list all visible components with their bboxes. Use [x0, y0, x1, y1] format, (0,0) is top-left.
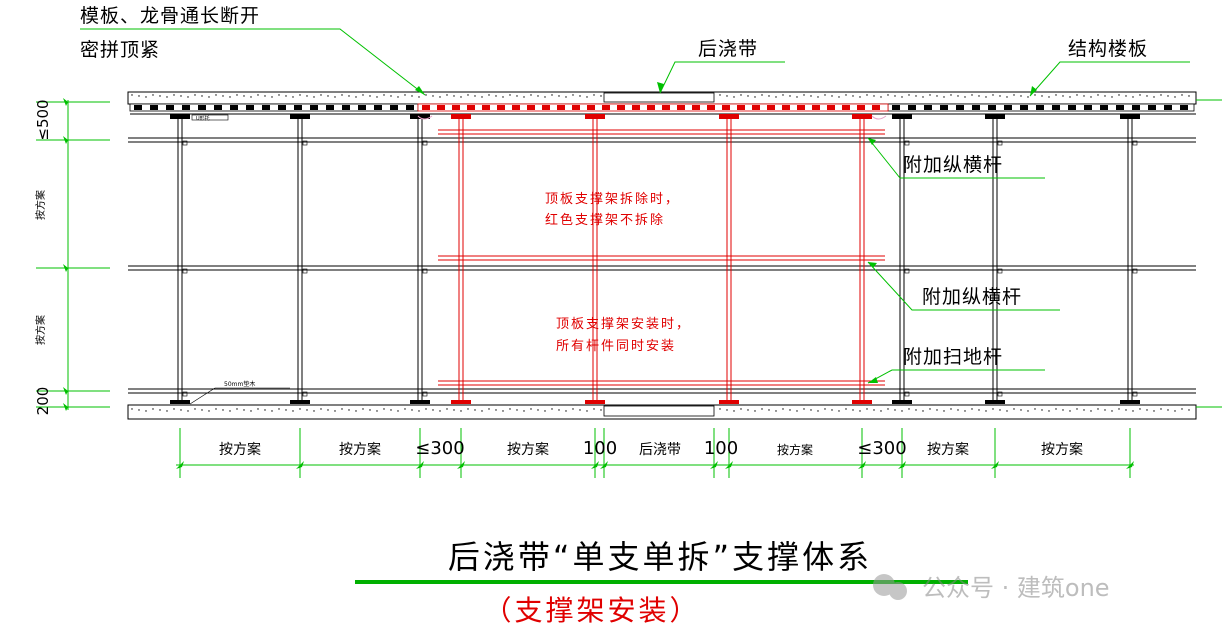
right-extension-lines [1196, 99, 1222, 408]
horizontal-bars [128, 137, 1196, 394]
bottom-post-pour-gap [603, 405, 715, 417]
bottom-dim-label-7: 100 [704, 438, 738, 459]
bottom-dim-label-6: 后浇带 [639, 442, 681, 458]
red-note-install-1: 顶板支撑架安装时， [556, 317, 691, 332]
red-standard-3 [719, 114, 739, 404]
black-standards [170, 114, 1140, 404]
red-standard-2 [585, 114, 605, 404]
red-note-dismantle-1: 顶板支撑架拆除时， [545, 192, 680, 207]
black-standard-3 [410, 114, 430, 404]
floor-slab-label: 结构楼板 [1068, 38, 1148, 60]
extra-bar-label-1: 附加纵横杆 [903, 154, 1003, 176]
bottom-floor-slab [127, 404, 1197, 420]
formwork-note-line-1: 模板、龙骨通长断开 [80, 5, 260, 27]
extra-red-bars [438, 129, 885, 386]
bottom-dim-label-3: ≤300 [415, 438, 464, 459]
red-standard-4 [852, 114, 872, 404]
top-post-pour-gap [603, 92, 715, 103]
u-head-label: U形托 [196, 115, 210, 122]
formwork-red-blocks [422, 105, 880, 110]
red-note-dismantle-2: 红色支撑架不拆除 [545, 212, 665, 228]
bottom-dim-label-1: 按方案 [219, 441, 261, 458]
left-dimension-chain: ≤500 按方案 按方案 200 [34, 98, 110, 415]
red-standard-1 [451, 114, 471, 404]
left-dim-top: ≤500 [34, 99, 52, 140]
formwork-black-blocks [134, 105, 1188, 110]
red-support-frame [417, 114, 887, 404]
formwork-strip [129, 103, 1195, 112]
black-standard-5 [985, 114, 1005, 404]
post-pour-strip-label: 后浇带 [698, 38, 758, 60]
diagram-title: 后浇带“单支单拆”支撑体系 [448, 538, 872, 576]
left-dim-mid-1: 按方案 [34, 190, 47, 220]
bottom-dim-label-9: ≤300 [857, 438, 906, 459]
extra-bar-label-2: 附加纵横杆 [922, 286, 1022, 308]
watermark: 公众号 · 建筑one [873, 574, 1110, 602]
watermark-text: 公众号 · 建筑one [922, 574, 1110, 602]
bottom-dim-label-4: 按方案 [507, 441, 549, 458]
base-pad-label: 50mm垫木 [224, 380, 255, 388]
bottom-dim-label-5: 100 [583, 438, 617, 459]
sweep-bar-label: 附加扫地杆 [903, 346, 1003, 368]
black-standard-6 [1120, 114, 1140, 404]
diagram-subtitle: （支撑架安装） [483, 594, 700, 627]
red-note-install-2: 所有杆件同时安装 [556, 339, 676, 354]
black-standard-4 [892, 114, 912, 404]
formwork-note-line-2: 密拼顶紧 [80, 39, 160, 61]
left-dim-bottom: 200 [34, 387, 52, 416]
leader-arrowheads [415, 82, 1037, 383]
u-head-label-box [191, 114, 229, 121]
black-standard-2 [290, 114, 310, 404]
bottom-dim-label-11: 按方案 [1041, 441, 1083, 458]
bottom-dim-label-8: 按方案 [777, 442, 813, 457]
bottom-dim-label-10: 按方案 [927, 441, 969, 458]
black-standard-1 [170, 114, 190, 404]
leader-lines [80, 28, 1190, 384]
bottom-dim-label-2: 按方案 [339, 441, 381, 458]
bottom-dimension-chain: 按方案 按方案 ≤300 按方案 100 后浇带 100 按方案 ≤300 按方案 按方案 [176, 428, 1134, 478]
left-dim-mid-2: 按方案 [34, 315, 47, 345]
